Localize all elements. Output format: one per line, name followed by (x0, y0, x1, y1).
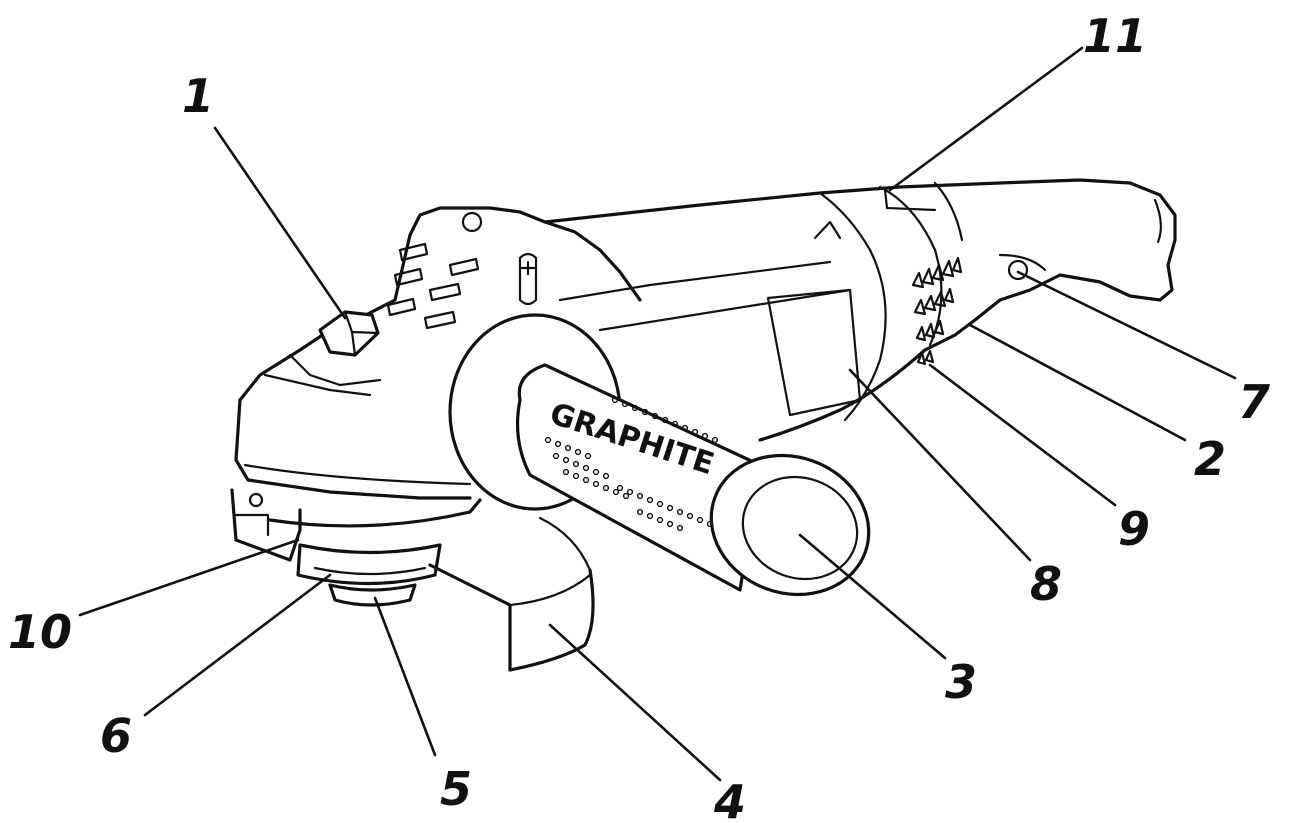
leader-10 (78, 538, 300, 617)
callout-6: 6 (100, 709, 132, 763)
leader-lines (78, 46, 1237, 782)
spindle-flange (296, 543, 442, 586)
leader-3 (798, 533, 947, 660)
lock-button (1007, 259, 1029, 281)
leader-6 (143, 573, 332, 717)
leader-7 (1016, 270, 1237, 380)
ventilation-slots (911, 256, 963, 366)
callout-9: 9 (1118, 502, 1150, 556)
callout-2: 2 (1194, 432, 1226, 486)
callout-4: 4 (713, 775, 746, 823)
wheel-guard (428, 516, 595, 672)
callout-1: 1 (182, 69, 214, 123)
leader-4 (548, 623, 722, 782)
callout-3: 3 (945, 655, 977, 709)
callout-7: 7 (1238, 375, 1270, 429)
leader-11 (888, 46, 1084, 192)
callout-10: 10 (8, 605, 72, 659)
side-handle: GRAPHITE (448, 313, 871, 597)
leader-9 (928, 363, 1117, 507)
callout-8: 8 (1030, 557, 1062, 611)
leader-8 (848, 368, 1032, 562)
gear-head (230, 206, 642, 607)
leader-5 (373, 596, 437, 757)
spindle-nut (328, 583, 417, 607)
callout-5: 5 (440, 762, 472, 816)
callout-numbers: 1 11 7 2 9 8 3 4 5 6 10 (8, 9, 1270, 823)
grip-dots (544, 396, 719, 532)
leader-2 (968, 323, 1187, 442)
leader-1 (213, 126, 347, 320)
motor-housing (543, 178, 1177, 442)
callout-11: 11 (1083, 9, 1147, 63)
